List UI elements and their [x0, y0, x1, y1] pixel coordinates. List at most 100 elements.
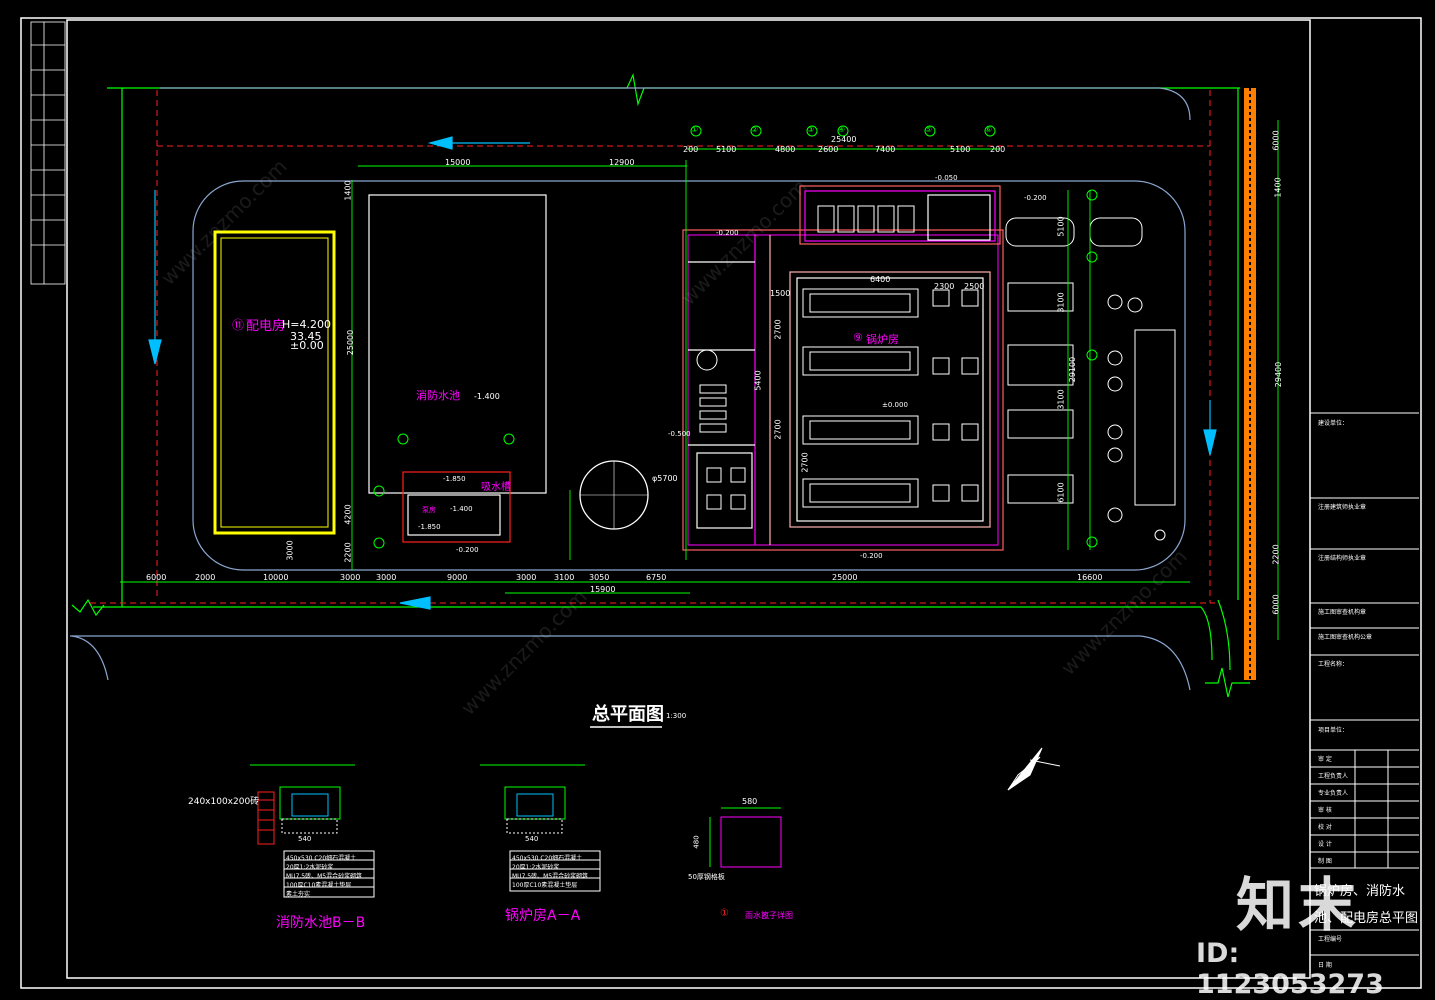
- left-dim-1: 25000: [346, 329, 356, 356]
- detail-ditch-note: 50厚钢格板: [688, 873, 725, 881]
- bottom-dim-9: 6750: [646, 573, 667, 582]
- boiler-dim-0: 6400: [870, 275, 891, 284]
- detail-ditch-title: 雨水篦子详图: [745, 911, 793, 920]
- top-dim-3: 2600: [818, 145, 839, 154]
- top-dim-6: 200: [990, 145, 1006, 154]
- detail-ditch-drawing: [709, 807, 782, 868]
- tb-row-6: 项目单位：: [1318, 727, 1349, 734]
- tb-row-1: 注册建筑师执业章: [1318, 504, 1367, 511]
- bottom-dim-5: 9000: [447, 573, 468, 582]
- tb-bottom-0: 工程编号: [1318, 936, 1343, 943]
- right-dim-1: 1400: [1273, 177, 1283, 198]
- tb-sign-2: 专业负责人: [1318, 790, 1349, 797]
- tb-sign-3: 审 核: [1318, 807, 1332, 814]
- top-elev: -0.050: [935, 174, 958, 182]
- detail-bb-width: 540: [298, 835, 312, 843]
- detail-bb-wall: 240x100x200砖: [188, 797, 260, 807]
- axis-bubbles: [373, 125, 1098, 549]
- axis-4: ④: [838, 125, 846, 134]
- detail-bb-note0: 450x530 C20细石混凝土: [286, 855, 357, 862]
- rs-dim-0: 29100: [1068, 356, 1078, 383]
- north-arrow: [1007, 747, 1061, 791]
- tb-sign-5: 设 计: [1318, 841, 1332, 848]
- top-dim-5: 5100: [950, 145, 971, 154]
- pump-elev3: -1.850: [418, 523, 441, 531]
- boiler-dim-3: 1500: [770, 289, 791, 298]
- title-block-frame: [1309, 20, 1419, 978]
- tb-bottom-1: 日 期: [1318, 962, 1332, 969]
- pump-room-label: 泵房: [422, 506, 436, 514]
- left-dim-4: 3000: [285, 540, 295, 561]
- upper-dim-0: 15000: [445, 158, 471, 167]
- detail-aa-note3: 100厚C10素混凝土垫层: [512, 882, 578, 889]
- tb-sign-6: 制 图: [1318, 858, 1332, 865]
- tb-row-4: 施工图审查机构公章: [1318, 634, 1373, 641]
- pump-pit-label: 吸水槽: [481, 482, 511, 493]
- power-room-height: H=4.200: [282, 318, 331, 331]
- boiler-elev: ±0.000: [882, 401, 908, 409]
- tb-row-5: 工程名称：: [1318, 661, 1349, 668]
- tank-diam: φ5700: [652, 474, 678, 483]
- fire-pool: [368, 194, 547, 543]
- rs-dim-1: 5100: [1056, 216, 1066, 237]
- orange-fence: [1244, 88, 1256, 680]
- top-dim-4: 7400: [875, 145, 896, 154]
- detail-aa-title: 锅炉房A－A: [505, 908, 581, 924]
- bottom-dim-7: 3100: [554, 573, 575, 582]
- detail-aa-note1: 20厚1:2水泥砂浆: [512, 864, 560, 871]
- detail-bb-note2: MU7.5砖、M5混合砂浆砌筑: [286, 873, 363, 880]
- detail-ditch-num: ①: [720, 908, 729, 919]
- bottom-dim-0: 6000: [146, 573, 167, 582]
- tb-row-0: 建设单位：: [1318, 420, 1349, 427]
- right-dim-4: 6000: [1271, 594, 1281, 615]
- boiler-num: ⑨: [853, 331, 863, 344]
- power-room: [213, 230, 336, 535]
- binding-strip: [30, 21, 66, 285]
- bottom-dim-4: 3000: [376, 573, 397, 582]
- boiler-dim-5: 2700: [773, 419, 783, 440]
- detail-bb-drawing: [250, 764, 375, 898]
- watermark-logo: 知末: [1236, 871, 1361, 939]
- tb-row-3: 施工图审查机构章: [1318, 609, 1367, 616]
- boiler-dim-4: 2700: [773, 319, 783, 340]
- detail-ditch-width: 580: [742, 797, 758, 806]
- tb-sign-1: 工程负责人: [1318, 773, 1349, 780]
- right-dim-2: 29400: [1274, 361, 1284, 388]
- boiler-building: [682, 185, 1004, 551]
- detail-aa-note0: 450x530 C20细石混凝土: [512, 855, 583, 862]
- upper-dim-1: 12900: [609, 158, 635, 167]
- power-room-elev1: 33.45: [290, 330, 322, 343]
- detail-bb-note1: 20厚1:2水泥砂浆: [286, 864, 334, 871]
- drawing-scale: 1:300: [666, 712, 687, 720]
- rs-dim-3: 3100: [1056, 389, 1066, 410]
- circular-tank: [579, 460, 649, 530]
- pump-elev2: -1.400: [450, 505, 473, 513]
- flow-arrows: [148, 136, 1217, 610]
- site-boundary: [71, 72, 1250, 698]
- outer-frame: [20, 17, 1422, 989]
- bottom-dim-2: 10000: [263, 573, 289, 582]
- road-lines: [70, 87, 1191, 691]
- top-dim-0: 200: [683, 145, 699, 154]
- pool-elev: -1.400: [474, 392, 500, 401]
- detail-ditch-h: 480: [692, 835, 701, 849]
- elev-500: -0.500: [668, 430, 691, 438]
- left-dim-2: 4200: [343, 504, 353, 525]
- detail-bb-note3: 100厚C10素混凝土垫层: [286, 882, 352, 889]
- axis-5: ⑤: [925, 125, 933, 134]
- left-dim-3: 2200: [343, 542, 353, 563]
- red-dashed: [90, 90, 1215, 604]
- detail-bb-title: 消防水池B－B: [276, 915, 366, 931]
- power-room-elev2: ±0.00: [290, 339, 324, 352]
- dimension-lines: [120, 120, 1279, 640]
- outdoor-equipment: [1005, 217, 1176, 541]
- bottom-dim-11: 16600: [1077, 573, 1103, 582]
- watermark-id: ID: 1123053273: [1196, 938, 1384, 1000]
- detail-aa-width: 540: [525, 835, 539, 843]
- detail-aa-note2: MU7.5砖、M5混合砂浆砌筑: [512, 873, 589, 880]
- boiler-dim-6: 2700: [800, 452, 810, 473]
- bottom-dim-6: 3000: [516, 573, 537, 582]
- boiler-dim-7: 5400: [753, 370, 763, 391]
- axis-2: ②: [751, 125, 759, 134]
